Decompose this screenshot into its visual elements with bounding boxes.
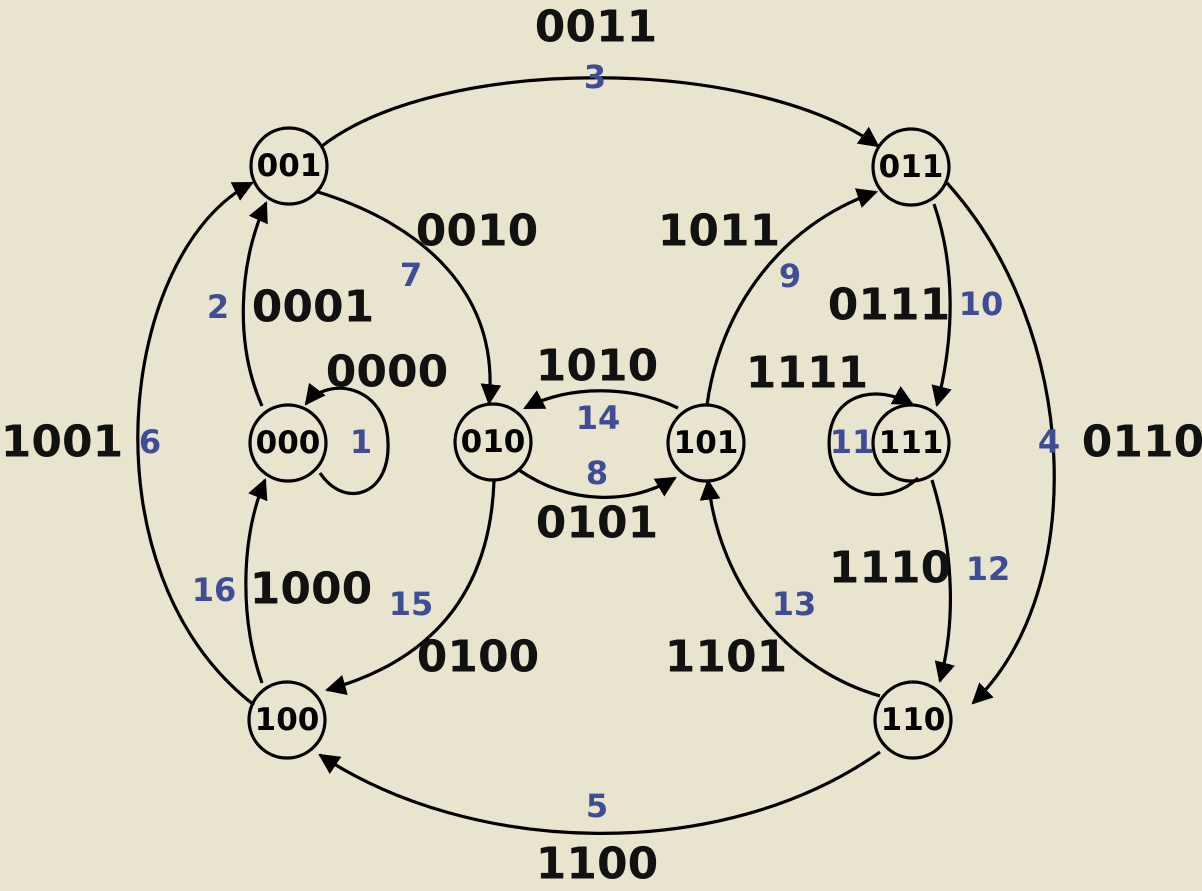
edge-0010 [317,190,502,406]
node-111-label: 111 [879,425,944,461]
node-111: 111 [871,403,951,483]
edge-code-label: 1010 [536,341,658,392]
edge-step-number: 7 [400,256,422,294]
node-011-label: 011 [879,149,944,185]
edge-step-number: 9 [779,257,801,295]
edge-step-number: 1 [350,423,372,461]
edge-0000 [304,382,390,496]
node-101-circle [666,403,746,483]
node-001: 001 [249,126,329,206]
edge-code-label: 1111 [746,348,868,399]
node-000-label: 000 [256,425,321,461]
edge-code-label: 0010 [416,206,538,257]
edge-1000 [244,478,268,684]
edge-0111 [931,203,952,408]
edge-code-label: 0001 [252,282,374,333]
edge-step-labels: 1 2 3 4 5 6 7 8 9 10 11 12 13 14 15 16 [139,58,1060,825]
node-100-label: 100 [255,702,320,738]
edge-code-label: 0111 [828,280,950,331]
edge-code-label: 1001 [1,417,123,468]
edge-code-label: 0110 [1082,417,1202,468]
edge-1001 [136,181,255,707]
edges [136,76,1056,835]
edge-code-label: 0011 [535,2,657,53]
edge-1010 [523,389,679,410]
edge-step-number: 5 [586,787,608,825]
edge-code-label: 1100 [536,839,658,890]
edge-1111 [827,385,920,497]
node-010: 010 [453,402,533,482]
edge-0011 [321,76,880,148]
edge-code-label: 1110 [829,543,951,594]
edge-0100 [324,480,496,696]
edge-step-number: 4 [1038,423,1060,461]
edge-step-number: 15 [389,585,434,623]
node-011-circle [871,127,951,207]
edge-step-number: 6 [139,423,161,461]
edge-step-number: 10 [959,285,1004,323]
node-001-circle [249,126,329,206]
edge-step-number: 3 [584,58,606,96]
node-110-label: 110 [881,702,946,738]
edge-step-number: 8 [586,454,608,492]
edge-code-label: 1000 [250,564,372,615]
edge-1110 [930,479,955,684]
edge-step-number: 16 [192,571,237,609]
edge-1011 [705,188,878,406]
edge-step-number: 11 [830,423,875,461]
edge-code-label: 1011 [658,206,780,257]
node-101: 101 [666,403,746,483]
node-110: 110 [873,680,953,760]
node-100-circle [247,680,327,760]
node-111-circle [871,403,951,483]
edge-code-label: 0000 [326,347,448,398]
node-101-label: 101 [674,425,739,461]
edge-0110 [945,181,1056,705]
edge-code-label: 0101 [536,498,658,549]
edge-step-number: 2 [207,288,229,326]
edge-step-number: 12 [966,550,1011,588]
edge-0101 [518,468,677,499]
node-100: 100 [247,680,327,760]
edge-1101 [699,478,881,698]
edge-1100 [318,750,881,835]
edge-0001 [241,201,268,407]
node-000: 000 [248,403,328,483]
node-010-label: 010 [461,424,526,460]
nodes: 000 001 010 011 100 101 110 111 [247,126,953,760]
node-001-label: 001 [257,148,322,184]
edge-code-label: 0100 [417,632,539,683]
edge-step-number: 13 [772,585,817,623]
edge-code-label: 1101 [665,632,787,683]
node-011: 011 [871,127,951,207]
node-010-circle [453,402,533,482]
node-110-circle [873,680,953,760]
edge-step-number: 14 [576,399,621,437]
node-000-circle [248,403,328,483]
